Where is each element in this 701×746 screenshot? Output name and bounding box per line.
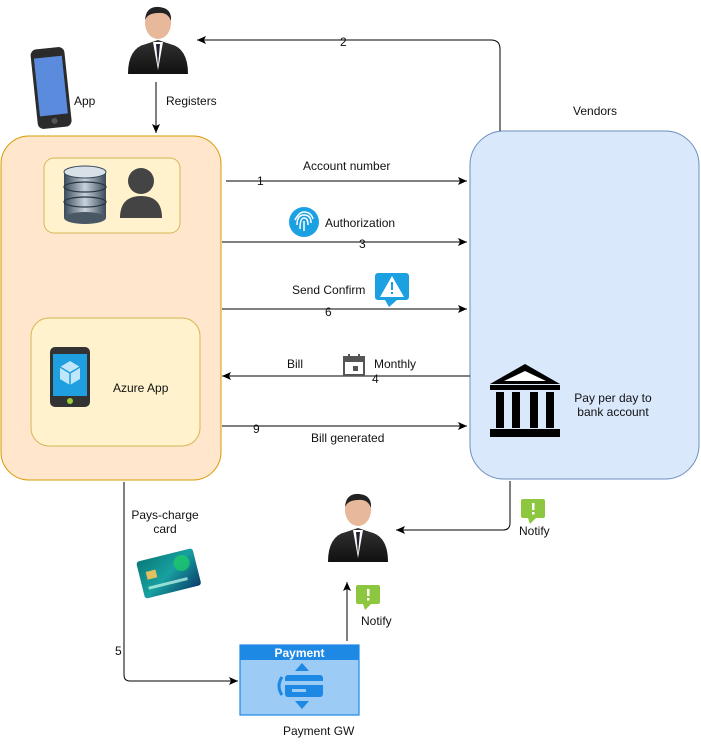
step-3-label: 3 <box>359 237 366 251</box>
notify-gateway-label: Notify <box>361 614 392 628</box>
step-5-label: 5 <box>115 644 122 658</box>
azure-app-label: Azure App <box>113 381 169 395</box>
payment-icon <box>239 644 360 716</box>
person-icon <box>328 493 388 562</box>
pay-per-day-label: Pay per day to bank account <box>574 391 652 419</box>
monthly-label: Monthly <box>374 357 417 371</box>
notify-icon <box>356 585 380 610</box>
step-6-label: 6 <box>325 305 332 319</box>
notify-icon <box>521 499 545 524</box>
send-confirm-label: Send Confirm <box>292 283 366 297</box>
alert-icon <box>375 273 409 307</box>
registers-label: Registers <box>166 94 217 108</box>
database-icon <box>63 165 107 224</box>
payment-gw-label: Payment GW <box>283 724 355 738</box>
step-2-label: 2 <box>340 35 347 49</box>
edge-notify-vendor <box>396 481 511 534</box>
person-icon <box>128 6 188 74</box>
edge-5 <box>123 482 238 685</box>
credit-card-icon <box>136 548 201 599</box>
payment-header: Payment <box>274 646 325 660</box>
app-label: App <box>74 94 96 108</box>
step-1-label: 1 <box>257 174 264 188</box>
authorization-label: Authorization <box>325 216 396 230</box>
account-number-label: Account number <box>303 159 391 173</box>
edge-2 <box>197 36 501 131</box>
pays-charge-card-label: Pays-charge card <box>131 508 199 536</box>
bank-icon <box>490 364 560 437</box>
azure-app-icon <box>50 347 90 407</box>
user-icon <box>120 168 162 218</box>
bill-label: Bill <box>287 357 304 371</box>
vendors-container <box>469 130 700 480</box>
phone-icon <box>30 47 72 129</box>
fingerprint-icon <box>289 207 319 237</box>
notify-vendor-label: Notify <box>519 524 550 538</box>
vendors-label: Vendors <box>573 104 618 118</box>
calendar-icon <box>343 354 365 376</box>
step-9-label: 9 <box>253 422 260 436</box>
step-4-label: 4 <box>372 372 379 386</box>
bill-generated-label: Bill generated <box>311 431 385 445</box>
